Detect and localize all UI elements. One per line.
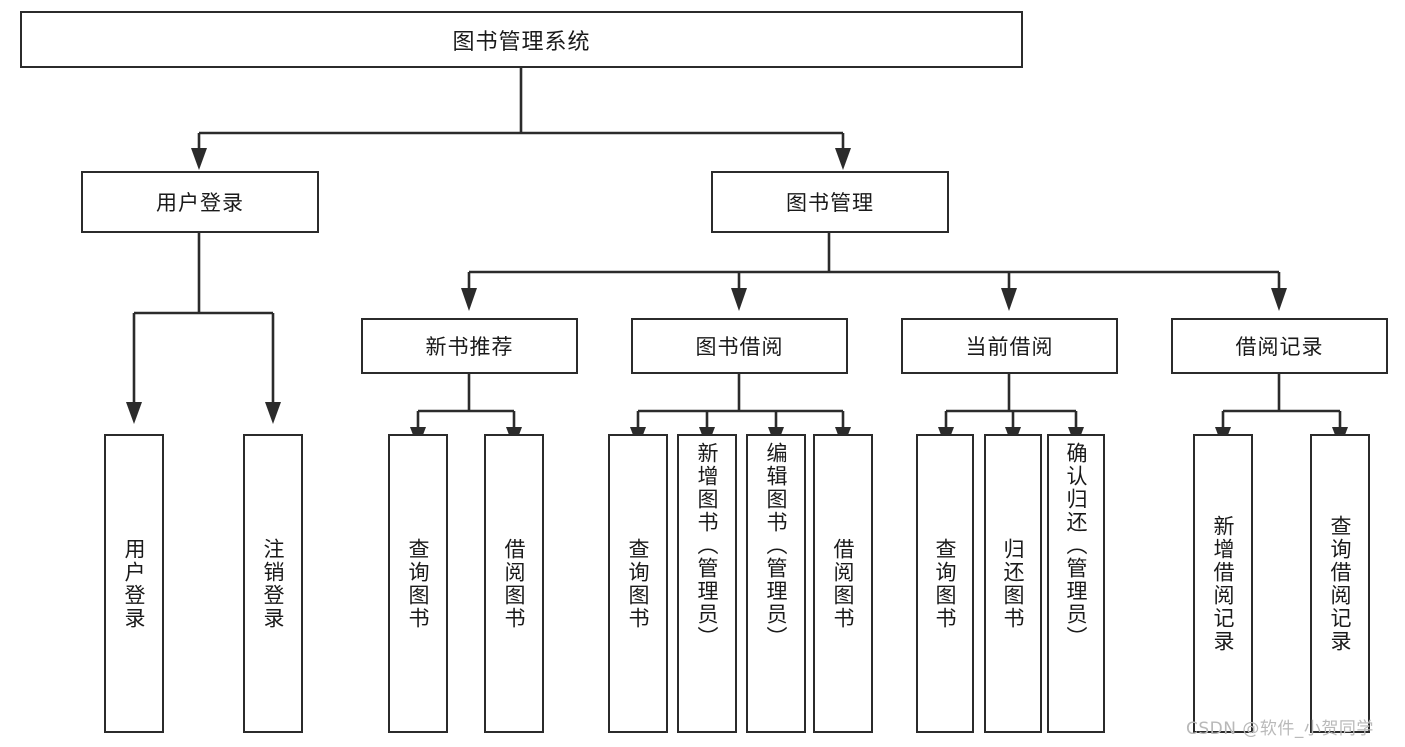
node-leaf-query-book-2[interactable]: 查询图书 xyxy=(608,434,668,733)
node-leaf-add-record-label: 新增借阅记录 xyxy=(1211,514,1236,653)
node-leaf-user-logout[interactable]: 注销登录 xyxy=(243,434,303,733)
node-new-book-recommend[interactable]: 新书推荐 xyxy=(361,318,578,374)
node-leaf-edit-book-label: 编辑图书（管理员） xyxy=(764,442,789,649)
node-root[interactable]: 图书管理系统 xyxy=(20,11,1023,68)
node-leaf-return-book[interactable]: 归还图书 xyxy=(984,434,1042,733)
node-book-management-label: 图书管理 xyxy=(786,191,874,215)
node-new-book-recommend-label: 新书推荐 xyxy=(425,335,514,359)
node-leaf-query-record[interactable]: 查询借阅记录 xyxy=(1310,434,1370,733)
node-user-login-label: 用户登录 xyxy=(156,191,244,215)
node-leaf-borrow-book-2-label: 借阅图书 xyxy=(831,537,856,630)
node-leaf-user-logout-label: 注销登录 xyxy=(261,537,286,630)
csdn-watermark: CSDN @软件_小贺同学 xyxy=(1186,719,1374,739)
node-borrow-record-label: 借阅记录 xyxy=(1235,335,1324,359)
node-leaf-confirm-return-label: 确认归还（管理员） xyxy=(1064,442,1089,649)
node-leaf-confirm-return[interactable]: 确认归还（管理员） xyxy=(1047,434,1105,733)
node-current-borrow-label: 当前借阅 xyxy=(965,335,1054,359)
node-current-borrow[interactable]: 当前借阅 xyxy=(901,318,1118,374)
node-leaf-query-record-label: 查询借阅记录 xyxy=(1328,514,1353,653)
node-book-borrow[interactable]: 图书借阅 xyxy=(631,318,848,374)
node-leaf-user-login-label: 用户登录 xyxy=(122,537,147,630)
node-leaf-add-record[interactable]: 新增借阅记录 xyxy=(1193,434,1253,733)
node-leaf-query-book-3-label: 查询图书 xyxy=(933,537,958,630)
node-leaf-query-book-2-label: 查询图书 xyxy=(626,537,651,630)
node-leaf-add-book[interactable]: 新增图书（管理员） xyxy=(677,434,737,733)
node-leaf-user-login[interactable]: 用户登录 xyxy=(104,434,164,733)
node-leaf-edit-book[interactable]: 编辑图书（管理员） xyxy=(746,434,806,733)
node-leaf-borrow-book-2[interactable]: 借阅图书 xyxy=(813,434,873,733)
node-leaf-borrow-book-1-label: 借阅图书 xyxy=(502,537,527,630)
node-book-borrow-label: 图书借阅 xyxy=(695,335,784,359)
node-leaf-query-book-1[interactable]: 查询图书 xyxy=(388,434,448,733)
node-leaf-query-book-3[interactable]: 查询图书 xyxy=(916,434,974,733)
node-leaf-query-book-1-label: 查询图书 xyxy=(406,537,431,630)
node-leaf-borrow-book-1[interactable]: 借阅图书 xyxy=(484,434,544,733)
node-leaf-return-book-label: 归还图书 xyxy=(1001,537,1026,630)
node-user-login[interactable]: 用户登录 xyxy=(81,171,319,233)
node-borrow-record[interactable]: 借阅记录 xyxy=(1171,318,1388,374)
node-root-label: 图书管理系统 xyxy=(452,29,591,55)
node-leaf-add-book-label: 新增图书（管理员） xyxy=(695,442,720,649)
node-book-management[interactable]: 图书管理 xyxy=(711,171,949,233)
